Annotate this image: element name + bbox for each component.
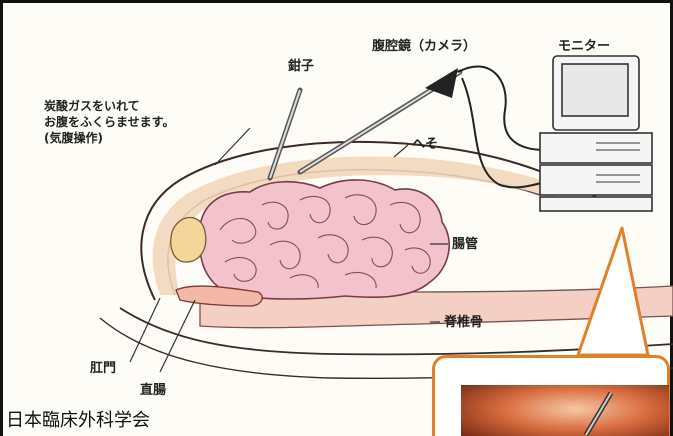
- label-intestine: 腸管: [452, 236, 478, 253]
- label-gas-note-2: お腹をふくらませます。: [44, 114, 174, 130]
- label-rectum: 直腸: [140, 382, 166, 399]
- intestine-mass: [199, 180, 449, 299]
- monitor-device: [540, 56, 652, 211]
- label-anus: 肛門: [90, 360, 116, 377]
- label-spine: 脊椎骨: [444, 314, 483, 331]
- label-gas-note-1: 炭酸ガスをいれて: [44, 98, 140, 114]
- endoscope-view-image: [461, 385, 669, 436]
- label-gas-note-3: (気腹操作): [44, 130, 103, 146]
- label-navel: へそ: [412, 136, 438, 153]
- bladder: [171, 217, 206, 262]
- label-laparoscope: 腹腔鏡（カメラ）: [372, 38, 476, 55]
- credit-text: 日本臨床外科学会: [6, 406, 150, 432]
- label-forceps: 鉗子: [288, 58, 314, 75]
- label-monitor: モニター: [558, 38, 610, 55]
